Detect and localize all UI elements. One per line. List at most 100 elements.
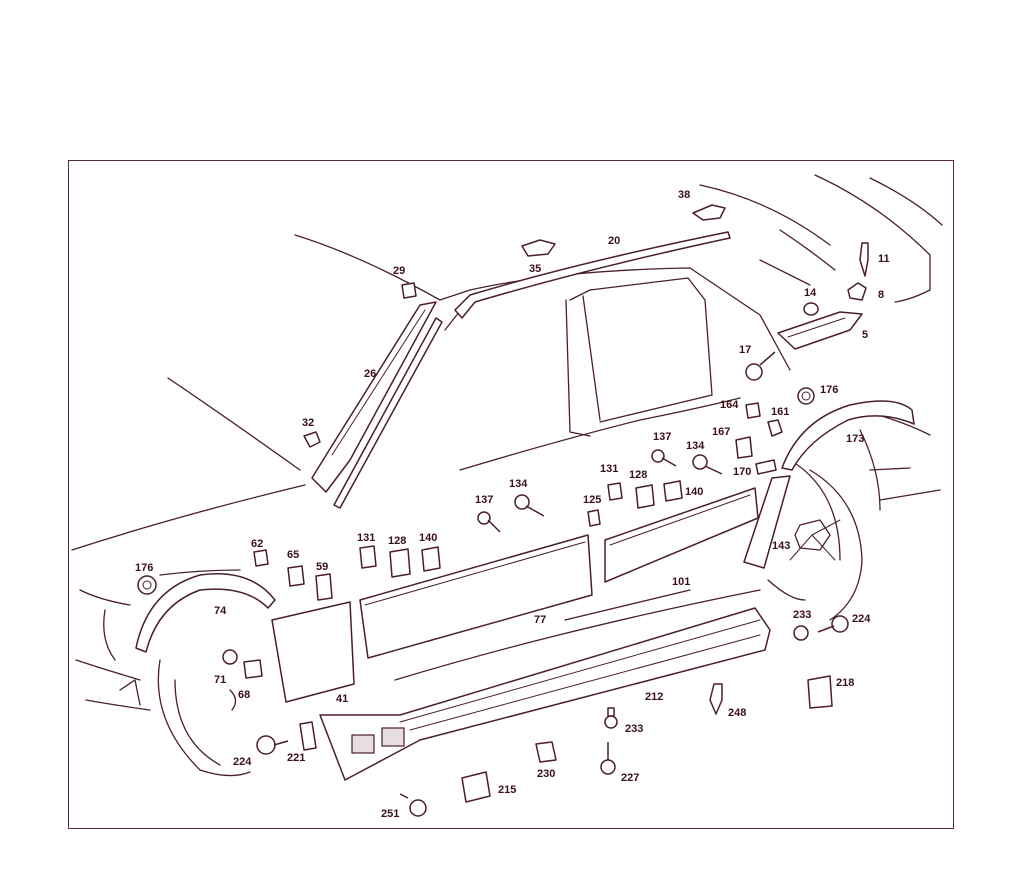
callout-176a: 176 bbox=[820, 384, 838, 396]
callout-17: 17 bbox=[739, 344, 751, 356]
part-176b-grommet bbox=[137, 575, 157, 595]
part-134a-screw bbox=[692, 454, 723, 475]
part-5-trim bbox=[777, 311, 863, 350]
part-128b-clip bbox=[389, 548, 411, 578]
callout-230: 230 bbox=[537, 768, 555, 780]
part-233b-nut bbox=[604, 707, 618, 729]
callout-233a: 233 bbox=[793, 609, 811, 621]
callout-161: 161 bbox=[771, 406, 789, 418]
callout-62: 62 bbox=[251, 538, 263, 550]
callout-143: 143 bbox=[772, 540, 790, 552]
part-140a-clip bbox=[663, 480, 683, 502]
callout-38: 38 bbox=[678, 189, 690, 201]
part-167-clip bbox=[735, 436, 753, 459]
part-131b-clip bbox=[359, 545, 377, 569]
part-26-pillar-trim bbox=[311, 301, 443, 509]
part-38-clip bbox=[692, 204, 726, 221]
callout-14: 14 bbox=[804, 287, 817, 299]
callout-20: 20 bbox=[608, 235, 620, 247]
callout-134a: 134 bbox=[686, 440, 705, 452]
callout-215: 215 bbox=[498, 784, 516, 796]
part-173-wheel-arch-trim-rear bbox=[781, 400, 915, 471]
part-176a-grommet bbox=[797, 387, 815, 405]
callout-29: 29 bbox=[393, 265, 405, 277]
part-62-clip bbox=[253, 549, 269, 567]
part-71-grommet bbox=[222, 649, 238, 665]
callout-131b: 131 bbox=[357, 532, 375, 544]
callout-101: 101 bbox=[672, 576, 690, 588]
diagram-frame bbox=[68, 160, 954, 829]
callout-140b: 140 bbox=[419, 532, 437, 544]
callout-11: 11 bbox=[878, 253, 890, 265]
callout-248: 248 bbox=[728, 707, 746, 719]
callout-218: 218 bbox=[836, 677, 854, 689]
callout-65: 65 bbox=[287, 549, 299, 561]
part-140b-clip bbox=[421, 546, 441, 572]
callout-221: 221 bbox=[287, 752, 305, 764]
part-101-door-trim-rear bbox=[604, 487, 759, 583]
part-14-plug bbox=[803, 302, 819, 316]
callout-68: 68 bbox=[238, 689, 250, 701]
part-68-clip bbox=[243, 659, 263, 679]
part-215-clip bbox=[461, 771, 491, 803]
callout-77: 77 bbox=[534, 614, 546, 626]
part-230-nut bbox=[535, 741, 557, 763]
callout-224b: 224 bbox=[233, 756, 252, 768]
callout-5: 5 bbox=[862, 329, 868, 341]
part-161-clip bbox=[767, 419, 783, 437]
part-8-clip bbox=[847, 282, 867, 301]
callout-131a: 131 bbox=[600, 463, 618, 475]
callout-251: 251 bbox=[381, 808, 399, 820]
part-32-clip bbox=[303, 431, 321, 448]
callout-176b: 176 bbox=[135, 562, 153, 574]
callout-227: 227 bbox=[621, 772, 639, 784]
part-65-clip bbox=[287, 565, 305, 587]
part-131a-clip bbox=[607, 482, 623, 501]
part-251-screw bbox=[399, 793, 427, 817]
part-134b-screw bbox=[514, 494, 545, 517]
callout-41: 41 bbox=[336, 693, 348, 705]
part-29-clip bbox=[401, 282, 417, 299]
part-137b-screw bbox=[477, 511, 501, 533]
callout-134b: 134 bbox=[509, 478, 528, 490]
part-137a-screw bbox=[651, 449, 677, 467]
callout-128b: 128 bbox=[388, 535, 406, 547]
part-74-wheel-arch-trim-front bbox=[135, 573, 276, 653]
callout-137b: 137 bbox=[475, 494, 493, 506]
part-41-fender-trim bbox=[271, 601, 355, 703]
callout-8: 8 bbox=[878, 289, 884, 301]
part-212-sill-panel bbox=[319, 607, 771, 781]
part-224a-screw bbox=[817, 615, 849, 633]
callout-128a: 128 bbox=[629, 469, 647, 481]
part-233a-nut bbox=[793, 625, 809, 641]
callout-137a: 137 bbox=[653, 431, 671, 443]
callout-212: 212 bbox=[645, 691, 663, 703]
callout-140a: 140 bbox=[685, 486, 703, 498]
callout-170: 170 bbox=[733, 466, 751, 478]
part-11-pin bbox=[859, 242, 869, 277]
callout-59: 59 bbox=[316, 561, 328, 573]
callout-71: 71 bbox=[214, 674, 226, 686]
part-59-clip bbox=[315, 573, 333, 601]
callout-224a: 224 bbox=[852, 613, 871, 625]
part-20-roof-trim bbox=[454, 231, 731, 319]
part-227-screw bbox=[600, 742, 616, 775]
part-221-bracket bbox=[299, 721, 317, 751]
part-128a-clip bbox=[635, 484, 655, 509]
part-143-trim bbox=[743, 475, 791, 569]
part-224b-screw bbox=[256, 735, 289, 755]
callout-74: 74 bbox=[214, 605, 227, 617]
part-170-clip bbox=[755, 459, 777, 475]
callouts: 38 20 35 11 8 14 5 29 26 32 17 176 164 1… bbox=[135, 189, 890, 820]
callout-35: 35 bbox=[529, 263, 541, 275]
part-35-clip bbox=[521, 239, 556, 257]
callout-173: 173 bbox=[846, 433, 864, 445]
part-125-clip bbox=[587, 509, 601, 527]
callout-164: 164 bbox=[720, 399, 739, 411]
callout-26: 26 bbox=[364, 368, 376, 380]
part-77-door-trim-front bbox=[359, 534, 593, 659]
part-17-screw bbox=[745, 351, 776, 381]
part-218-clip bbox=[807, 675, 833, 709]
callout-125: 125 bbox=[583, 494, 601, 506]
callout-32: 32 bbox=[302, 417, 314, 429]
